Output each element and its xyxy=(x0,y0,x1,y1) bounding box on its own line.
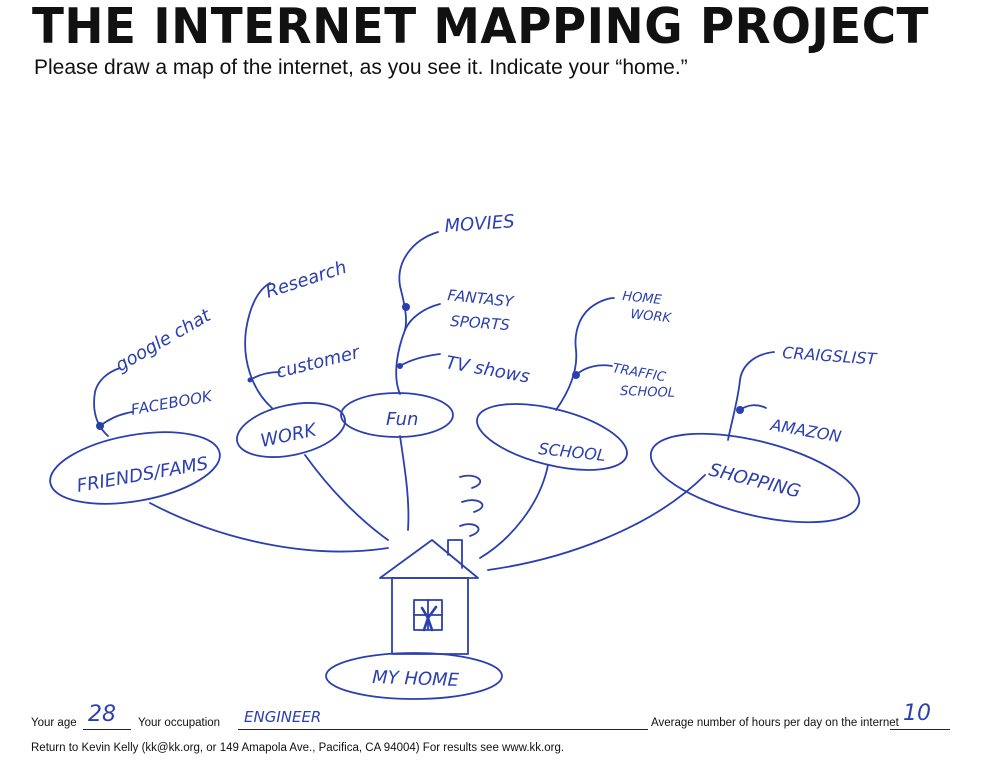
occupation-label: Your occupation xyxy=(138,717,221,729)
shopping-item-1: AMAZON xyxy=(768,415,842,446)
footer-return-info: Return to Kevin Kelly (kk@kk.org, or 149… xyxy=(31,742,565,754)
work-item-0: Research xyxy=(263,257,349,303)
shopping-item-0: CRAIGSLIST xyxy=(782,343,878,369)
my-home-label: MY HOME xyxy=(372,667,460,691)
my-home-ellipse xyxy=(325,652,503,700)
hours-value: 10 xyxy=(903,701,931,726)
age-value: 28 xyxy=(88,702,116,727)
page-title: THE INTERNET MAPPING PROJECT xyxy=(32,0,929,55)
fun-item-3: TV shows xyxy=(444,352,531,387)
connector-shopping xyxy=(487,474,706,571)
fun-bubble xyxy=(340,392,454,438)
work-bubble xyxy=(236,402,346,458)
hours-field-rule xyxy=(890,729,950,730)
age-label: Your age xyxy=(31,717,77,729)
fun-bubble-label: Fun xyxy=(386,409,418,430)
school-bubble-label: SCHOOL xyxy=(538,439,607,465)
fun-item-2: SPORTS xyxy=(450,312,511,334)
occupation-field-rule xyxy=(238,729,648,730)
shopping-bubble-label: SHOPPING xyxy=(707,459,803,502)
friends-item-0: google chat xyxy=(112,305,215,377)
connector-fun xyxy=(399,435,410,531)
work-bubble-label: WORK xyxy=(259,419,320,451)
instructions: Please draw a map of the internet, as yo… xyxy=(34,56,688,79)
shopping-bubble xyxy=(649,432,861,524)
friends-bubble xyxy=(49,431,221,505)
occupation-value: ENGINEER xyxy=(244,708,322,726)
connector-work xyxy=(304,454,389,541)
school-bubble xyxy=(476,403,628,471)
school-item-2: TRAFFIC xyxy=(611,361,667,385)
work-item-1: customer xyxy=(274,342,363,383)
connector-friends xyxy=(149,502,389,553)
friends-item-1: FACEBOOK xyxy=(130,387,215,419)
fun-item-1: FANTASY xyxy=(447,286,516,311)
connector-school xyxy=(479,464,549,559)
age-field-rule xyxy=(83,729,131,730)
school-item-1: WORK xyxy=(630,307,673,326)
friends-bubble-label: FRIENDS/FAMS xyxy=(75,453,210,497)
fun-item-0: MOVIES xyxy=(444,211,515,237)
school-item-0: HOME xyxy=(622,289,664,308)
hours-label: Average number of hours per day on the i… xyxy=(651,717,899,729)
school-item-3: SCHOOL xyxy=(620,384,675,401)
house-drawing xyxy=(379,474,484,655)
